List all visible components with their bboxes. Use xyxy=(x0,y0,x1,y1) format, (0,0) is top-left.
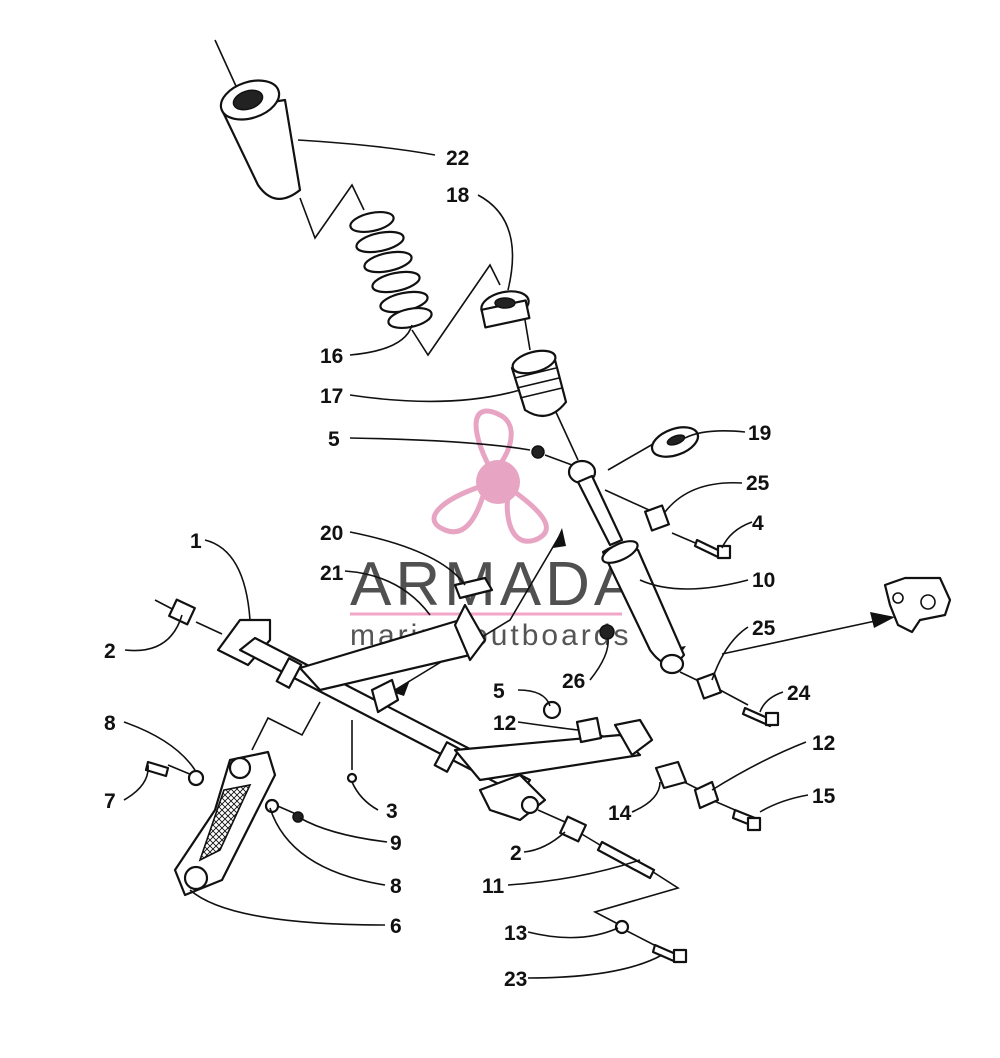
mount-bracket xyxy=(883,576,952,634)
callout-9: 9 xyxy=(390,832,402,855)
callout-14: 14 xyxy=(608,802,632,825)
callout-12-right: 12 xyxy=(812,732,835,755)
callout-22: 22 xyxy=(446,147,469,170)
threaded-collar xyxy=(510,349,568,418)
callout-5-upper: 5 xyxy=(328,428,340,451)
fasteners-upper xyxy=(531,445,780,728)
callout-13: 13 xyxy=(504,922,527,945)
propeller-icon xyxy=(431,408,549,544)
callout-12-left: 12 xyxy=(493,712,516,735)
callout-18: 18 xyxy=(446,184,470,207)
callout-5-lower: 5 xyxy=(493,680,505,703)
watermark-brand: ARMADA xyxy=(350,550,639,619)
pins xyxy=(596,840,688,964)
callout-17: 17 xyxy=(320,385,343,408)
shock-absorber xyxy=(567,459,686,675)
adjuster-nut xyxy=(480,290,531,329)
callout-8-lower: 8 xyxy=(390,875,402,898)
bushings xyxy=(168,598,587,843)
dust-boot xyxy=(219,79,302,200)
callout-6: 6 xyxy=(390,915,402,938)
fasteners-lower xyxy=(542,700,762,832)
trailing-arm-assembly xyxy=(216,576,654,822)
callout-leaders xyxy=(123,139,809,979)
callout-10: 10 xyxy=(752,569,775,592)
callout-19: 19 xyxy=(748,422,771,445)
callout-8-upper: 8 xyxy=(104,712,116,735)
callout-20: 20 xyxy=(320,522,343,545)
callout-25-lower: 25 xyxy=(752,617,776,640)
callout-26: 26 xyxy=(562,670,585,693)
callout-7: 7 xyxy=(104,790,116,813)
callout-2-lower: 2 xyxy=(510,842,522,865)
callout-2-upper: 2 xyxy=(104,640,116,663)
callout-3: 3 xyxy=(386,800,398,823)
steering-arm xyxy=(144,750,304,897)
callout-4: 4 xyxy=(752,512,764,535)
callout-21: 21 xyxy=(320,562,344,585)
watermark-logo: ARMADA marine outboards xyxy=(350,408,639,652)
coil-spring xyxy=(349,210,433,330)
callout-25-upper: 25 xyxy=(746,472,770,495)
callout-15: 15 xyxy=(812,785,836,808)
callout-numbers: 22 18 16 17 5 19 25 4 1 20 21 10 2 25 26… xyxy=(104,147,836,991)
callout-16: 16 xyxy=(320,345,343,368)
spring-washer xyxy=(650,426,700,458)
callout-1: 1 xyxy=(190,530,202,553)
callout-24: 24 xyxy=(787,682,811,705)
callout-11: 11 xyxy=(482,875,505,898)
callout-23: 23 xyxy=(504,968,527,991)
